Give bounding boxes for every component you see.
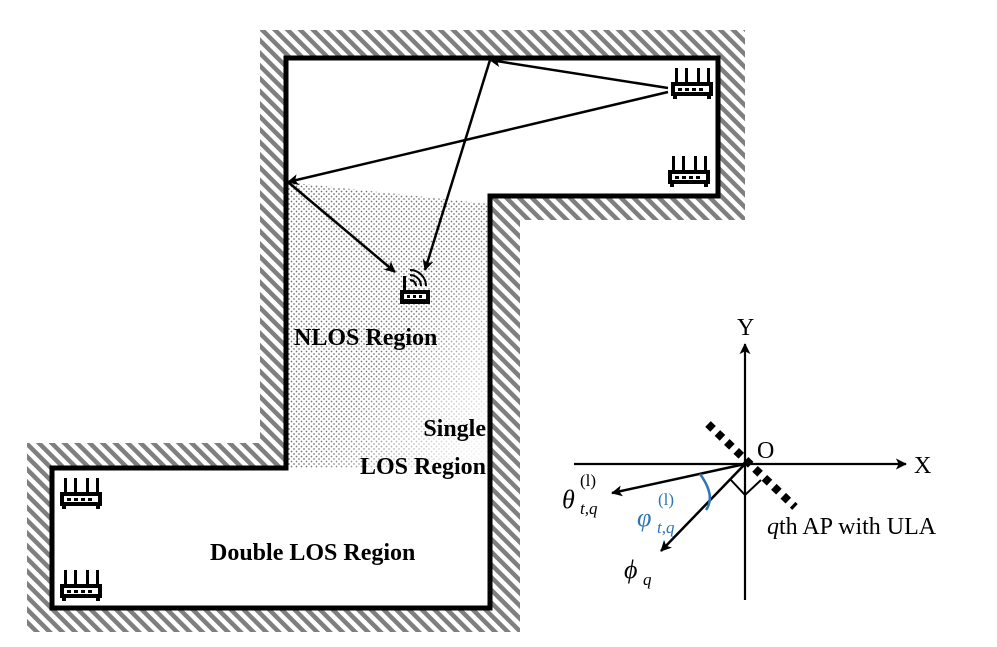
svg-text:t,q: t,q <box>657 518 675 537</box>
right-angle-marker <box>729 478 762 497</box>
theta-label: θ (l) t,q <box>562 471 598 518</box>
ray-reflect-to-user-2 <box>287 181 396 273</box>
single-los-label-line2: LOS Region <box>360 454 486 480</box>
signal-paths <box>287 56 669 273</box>
svg-text:ϕ: ϕ <box>624 555 637 584</box>
varphi-label: φ (l) t,q <box>637 490 675 537</box>
svg-text:(l): (l) <box>658 490 674 509</box>
nlos-region-label: NLOS Region <box>294 325 437 351</box>
svg-text:t,q: t,q <box>580 499 598 518</box>
phi-arrow <box>660 463 746 552</box>
ray-to-top-wall <box>489 56 669 90</box>
origin-label: O <box>757 438 774 464</box>
svg-text:θ: θ <box>562 485 575 514</box>
svg-text:q: q <box>643 570 652 589</box>
user-device-icon <box>400 269 430 304</box>
x-axis-label: X <box>914 453 931 479</box>
y-axis-label: Y <box>737 315 754 341</box>
phi-label: ϕ q <box>624 555 652 589</box>
room-outline <box>49 55 721 611</box>
angle-arc <box>698 473 712 511</box>
svg-text:(l): (l) <box>580 471 596 490</box>
nlos-shaded-area <box>286 182 490 468</box>
single-los-label-line1: Single <box>423 416 486 442</box>
ula-array <box>705 421 798 510</box>
ray-reflect-to-user <box>422 59 492 271</box>
theta-arrow <box>611 462 746 497</box>
double-los-region-label: Double LOS Region <box>210 540 415 566</box>
svg-text:φ: φ <box>637 503 651 532</box>
ap-with-ula-label: qth AP with ULA <box>767 514 937 540</box>
coordinate-system <box>574 343 907 600</box>
ray-to-left-wall <box>287 90 669 186</box>
